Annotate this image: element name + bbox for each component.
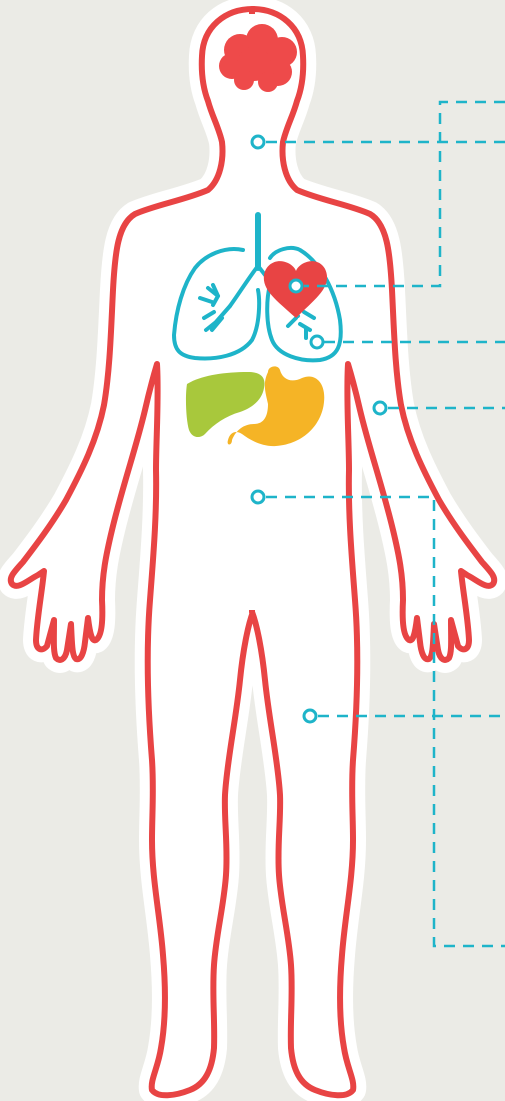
callout-marker-thigh[interactable] xyxy=(304,710,316,722)
callout-marker-neck[interactable] xyxy=(252,136,264,148)
callout-marker-heart[interactable] xyxy=(290,280,302,292)
callout-marker-lungs[interactable] xyxy=(311,336,323,348)
body-silhouette xyxy=(11,9,495,1095)
callout-marker-chest-side[interactable] xyxy=(374,402,386,414)
callout-marker-abdomen[interactable] xyxy=(252,491,264,503)
